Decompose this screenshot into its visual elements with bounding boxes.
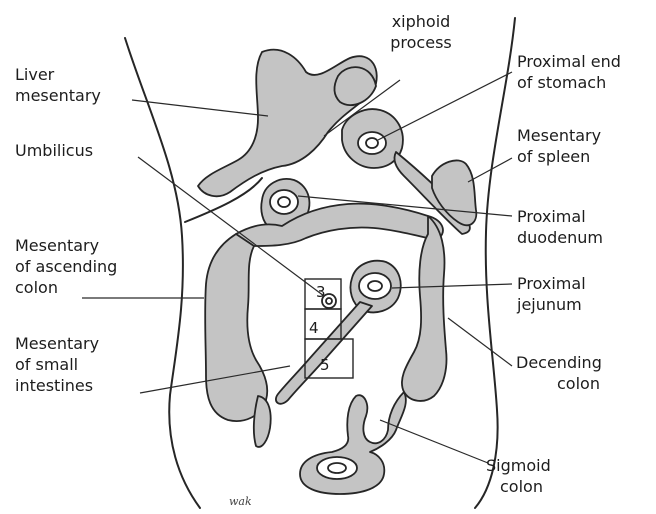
- leader-jejunum: [392, 284, 512, 288]
- leader-sigmoid: [380, 420, 488, 463]
- body-outline-right: [475, 18, 515, 508]
- jejunum-core: [368, 281, 382, 291]
- small-intestine-mesentery: [276, 302, 372, 404]
- sigmoid-colon-mesentery: [300, 392, 406, 494]
- descending-colon-mesentery: [402, 216, 447, 401]
- leader-stomach: [378, 72, 512, 140]
- spleen-mesentery: [432, 160, 476, 225]
- sigmoid-core: [328, 463, 346, 473]
- label-umbilicus: Umbilicus: [15, 140, 93, 161]
- leader-descending: [448, 318, 512, 366]
- xiphoid-process: [335, 67, 377, 105]
- box-number-4: 4: [309, 319, 319, 337]
- ascending-colon-mesentery: [205, 234, 267, 421]
- stomach-core: [366, 138, 378, 148]
- duodenum-core: [278, 197, 290, 207]
- box-number-5: 5: [320, 356, 330, 374]
- box-number-3: 3: [316, 283, 326, 301]
- artist-signature: wak: [229, 495, 252, 508]
- umbilicus-mark-inner: [326, 298, 332, 304]
- body-outline-left: [125, 38, 200, 508]
- ascending-colon-tail: [254, 396, 271, 447]
